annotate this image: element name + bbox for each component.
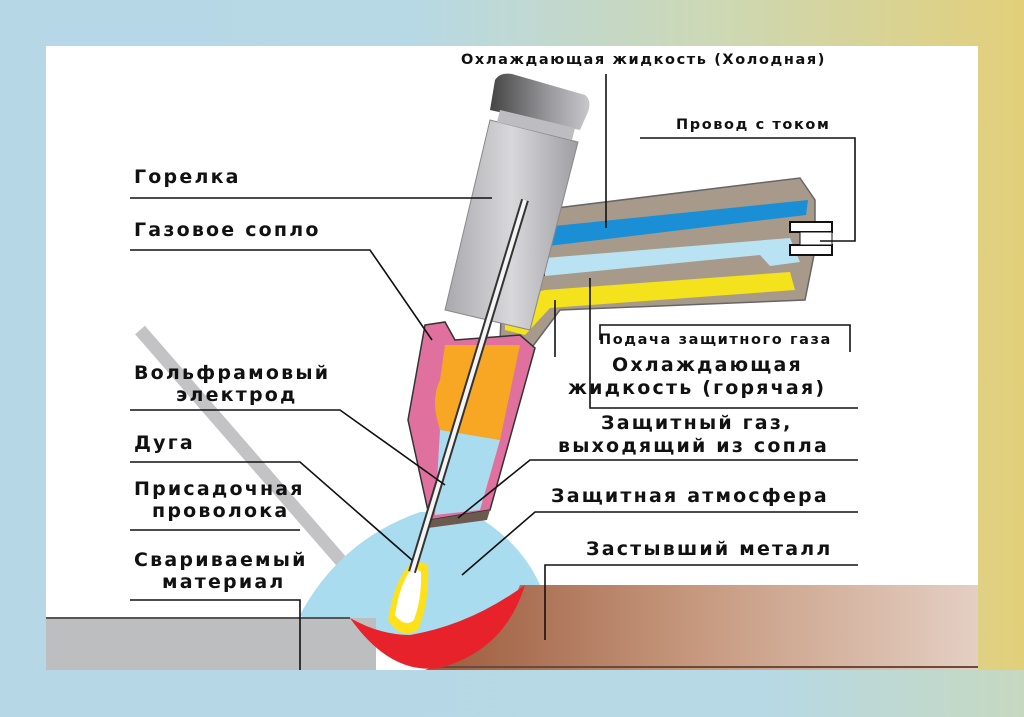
label-cooling-cold: Охлаждающая жидкость (Холодная) bbox=[461, 52, 826, 68]
arc-core bbox=[395, 567, 422, 624]
label-shield-gas-supply: Подача защитного газа bbox=[599, 332, 832, 348]
torch-cap bbox=[490, 73, 590, 130]
torch-body bbox=[444, 119, 579, 331]
label-tungsten-electrode-1: Вольфрамовый bbox=[134, 362, 331, 384]
filler-wire-rod bbox=[135, 325, 380, 605]
gas-channel bbox=[505, 272, 795, 335]
label-arc: Дуга bbox=[134, 432, 195, 454]
label-gas-nozzle: Газовое сопло bbox=[134, 219, 321, 241]
solidified-metal-shape bbox=[425, 585, 978, 670]
label-tungsten-electrode-2: электрод bbox=[176, 384, 298, 406]
weld-pool-shape bbox=[350, 585, 525, 669]
label-cooling-hot-1: Охлаждающая bbox=[612, 354, 803, 376]
background-gradient bbox=[0, 670, 1024, 717]
label-cooling-hot-2: жидкость (горячая) bbox=[568, 377, 827, 399]
label-workpiece-1: Свариваемый bbox=[134, 549, 308, 571]
label-shield-gas-out-2: выходящий из сопла bbox=[558, 435, 830, 457]
label-shield-gas-out-1: Защитный газ, bbox=[601, 412, 793, 434]
label-shield-atmosphere: Защитная атмосфера bbox=[551, 485, 829, 507]
tig-welding-diagram bbox=[46, 73, 978, 670]
coolant-cold-channel bbox=[515, 200, 808, 250]
label-filler-wire-2: проволока bbox=[152, 500, 290, 522]
label-current-wire: Провод с током bbox=[676, 117, 831, 133]
leader-lines bbox=[130, 74, 858, 670]
diagram-panel: Охлаждающая жидкость (Холодная) Провод с… bbox=[46, 46, 978, 670]
label-torch: Горелка bbox=[134, 166, 241, 188]
label-workpiece-2: материал bbox=[162, 571, 286, 593]
label-filler-wire-1: Присадочная bbox=[134, 478, 305, 500]
base-metal bbox=[46, 618, 376, 670]
label-solidified-metal: Застывший металл bbox=[586, 538, 833, 560]
coolant-hot-channel bbox=[545, 238, 800, 276]
